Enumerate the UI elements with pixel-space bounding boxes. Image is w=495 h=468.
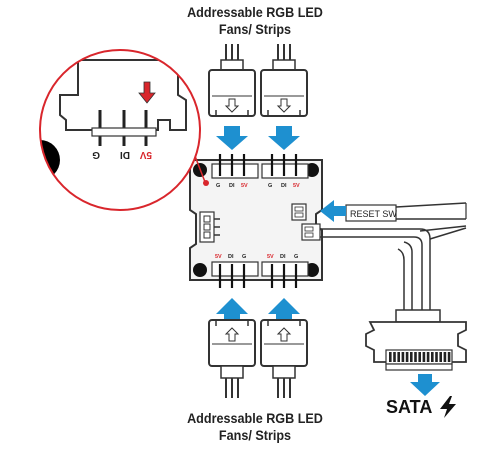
hub-top-left-header (211, 154, 259, 179)
zoom-pin-di: DI (120, 149, 130, 160)
sata-contact-pin (422, 352, 426, 362)
zoom-pin-g: G (92, 149, 100, 160)
down-arrow-icon (216, 126, 248, 150)
zoom-callout: G DI 5V (39, 49, 201, 211)
hub-reset-header (291, 203, 307, 221)
hub-bottom-left-header (211, 261, 259, 288)
hub-pin-di: DI (229, 183, 235, 189)
sata-contact-pin (410, 352, 413, 362)
sata-contact-pin (443, 352, 447, 362)
sata-contact-pin (447, 352, 451, 362)
hub-pin-di: DI (281, 183, 287, 189)
rgb-hub-board: G DI 5V G DI 5V 5V DI G 5V DI G (189, 154, 323, 288)
down-arrow-icon (224, 98, 240, 113)
up-arrow-icon (276, 327, 292, 342)
bottom-right-fan-connector (260, 319, 308, 398)
zoom-header-housing (59, 59, 187, 131)
sata-label: SATA (386, 396, 456, 419)
hub-pin-5v: 5V (241, 183, 248, 189)
sata-contact-pin (389, 352, 392, 362)
sata-contact-pin (426, 352, 430, 362)
hub-pin-g: G (216, 183, 220, 189)
up-arrow-icon (224, 327, 240, 342)
bottom-left-fan-connector (208, 319, 256, 398)
down-arrow-icon (410, 374, 440, 396)
sata-contact-pin (439, 352, 442, 362)
left-arrow-icon (320, 200, 346, 222)
hub-power-header (301, 223, 321, 241)
top-right-fan-connector (260, 44, 308, 117)
bottom-label-line2: Fans/ Strips (218, 427, 292, 443)
sata-contact-pin (393, 352, 396, 362)
sata-contact-pin (435, 352, 438, 362)
down-arrow-icon (276, 98, 292, 113)
hub-bottom-right-header (261, 261, 309, 288)
hub-side-component (199, 211, 220, 243)
hub-pin-g: G (268, 183, 272, 189)
sata-text: SATA (386, 397, 432, 417)
hub-pin-5v: 5V (267, 254, 274, 260)
top-label-line1: Addressable RGB LED (187, 4, 323, 20)
hub-pin-g: G (294, 254, 298, 260)
sata-contact-pin (431, 352, 434, 362)
sata-power-cable (320, 225, 467, 318)
lightning-bolt-icon (439, 396, 456, 419)
sata-contact-pin (397, 352, 400, 362)
reset-sw-label: RESET SW (350, 209, 397, 219)
bottom-label-line1: Addressable RGB LED (187, 410, 323, 426)
sata-contact-pin (405, 352, 409, 362)
zoom-anchor-dot (203, 180, 209, 186)
top-label-line2: Fans/ Strips (218, 21, 292, 37)
top-left-fan-connector (208, 44, 256, 117)
red-arrow-icon (138, 81, 156, 104)
top-device-label: Addressable RGB LED Fans/ Strips (165, 4, 345, 38)
sata-contact-pin (418, 352, 421, 362)
down-arrow-icon (268, 126, 300, 150)
hub-top-right-header (261, 154, 309, 179)
hub-pin-di: DI (228, 254, 234, 260)
reset-switch-cable: RESET SW (345, 202, 467, 222)
hub-pin-5v: 5V (215, 254, 222, 260)
hub-pin-di: DI (280, 254, 286, 260)
hub-pin-5v: 5V (293, 183, 300, 189)
sata-contact-pin (414, 352, 417, 362)
bottom-device-label: Addressable RGB LED Fans/ Strips (165, 410, 345, 444)
sata-connector (365, 309, 467, 371)
sata-contact-pin (401, 352, 405, 362)
zoom-pin-5v: 5V (139, 149, 152, 160)
mount-hole (193, 263, 207, 277)
hub-pin-g: G (242, 254, 246, 260)
